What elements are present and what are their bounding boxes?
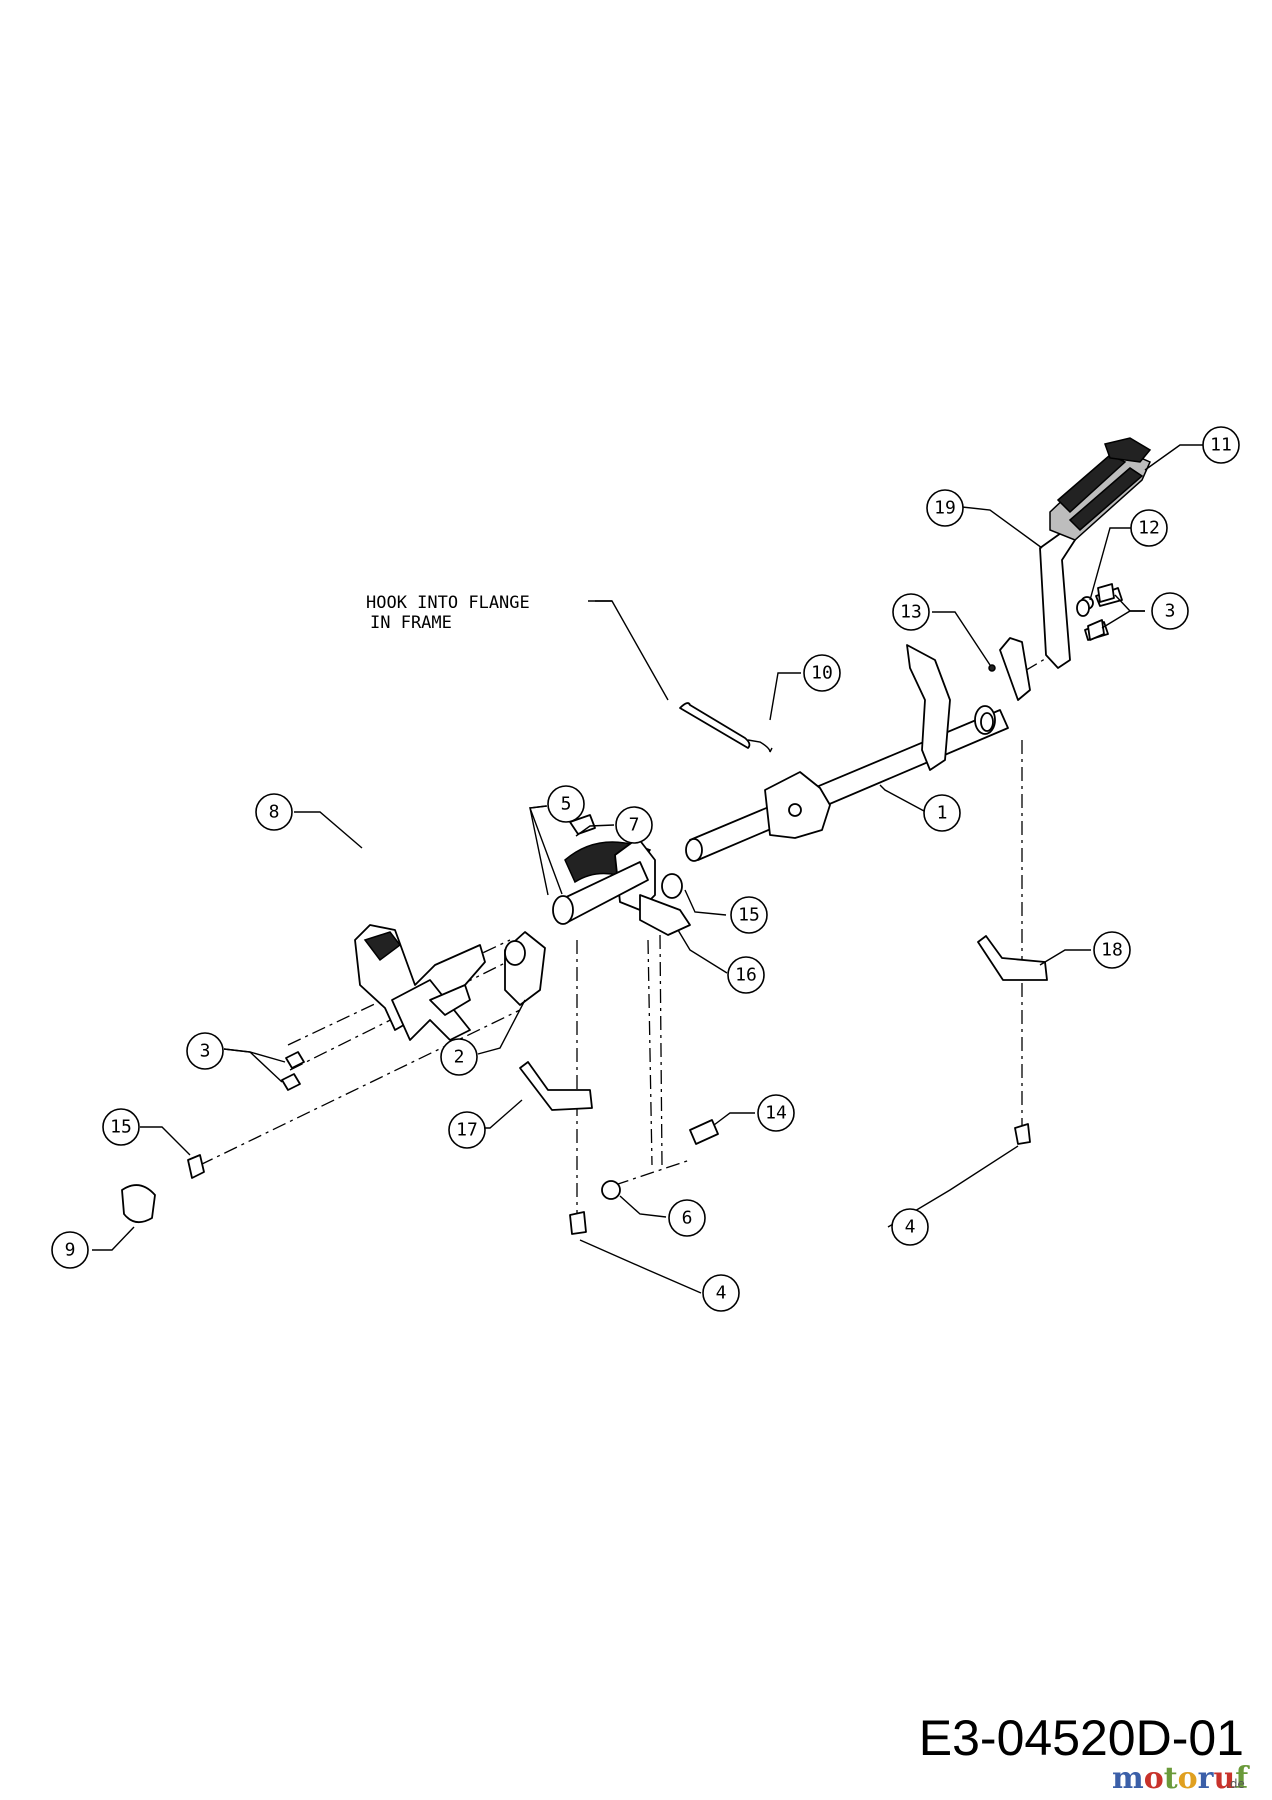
callout-4-center: 4 — [702, 1274, 740, 1312]
shaft-bracket — [906, 644, 951, 771]
callout-19: 19 — [926, 489, 964, 527]
callout-18: 18 — [1093, 931, 1131, 969]
callout-4-right: 4 — [891, 1208, 929, 1246]
center-plate — [764, 771, 831, 839]
svg-text:1: 1 — [937, 803, 948, 824]
svg-text:5: 5 — [561, 794, 572, 815]
svg-text:4: 4 — [716, 1283, 727, 1304]
callouts: 1 2 3 3 4 4 5 6 7 8 9 10 11 12 13 14 15 … — [51, 426, 1240, 1312]
svg-text:12: 12 — [1138, 518, 1160, 539]
svg-text:8: 8 — [269, 802, 280, 823]
svg-text:3: 3 — [1165, 601, 1176, 622]
svg-text:15: 15 — [110, 1117, 132, 1138]
svg-text:14: 14 — [765, 1103, 787, 1124]
left-pedal-assembly — [354, 837, 691, 1041]
svg-text:9: 9 — [65, 1240, 76, 1261]
callout-10: 10 — [803, 654, 841, 692]
callout-15-center: 15 — [730, 896, 768, 934]
right-pedal-assembly — [974, 437, 1152, 735]
callout-6: 6 — [668, 1199, 706, 1237]
svg-text:19: 19 — [934, 498, 956, 519]
svg-text:4: 4 — [905, 1217, 916, 1238]
callout-8: 8 — [255, 793, 293, 831]
callout-1: 1 — [923, 794, 961, 832]
callout-2: 2 — [440, 1038, 478, 1076]
callout-15-left: 15 — [102, 1108, 140, 1146]
svg-text:3: 3 — [200, 1041, 211, 1062]
svg-text:15: 15 — [738, 905, 760, 926]
svg-text:18: 18 — [1101, 940, 1123, 961]
hardware — [121, 583, 1115, 1235]
svg-text:10: 10 — [811, 663, 833, 684]
watermark-suffix: .de — [1226, 1777, 1245, 1791]
svg-text:7: 7 — [629, 815, 640, 836]
callout-16: 16 — [727, 956, 765, 994]
callout-13: 13 — [892, 593, 930, 631]
note-line-2: IN FRAME — [370, 613, 452, 633]
watermark-logo: motoruf — [1112, 1761, 1250, 1796]
callout-5: 5 — [547, 785, 585, 823]
callout-9: 9 — [51, 1231, 89, 1269]
svg-text:17: 17 — [456, 1120, 478, 1141]
callout-7: 7 — [615, 806, 653, 844]
spring — [679, 702, 773, 753]
callout-3-right: 3 — [1151, 592, 1189, 630]
callout-12: 12 — [1130, 509, 1168, 547]
callout-11: 11 — [1202, 426, 1240, 464]
svg-text:11: 11 — [1210, 435, 1232, 456]
svg-text:6: 6 — [682, 1208, 693, 1229]
svg-text:16: 16 — [735, 965, 757, 986]
svg-text:2: 2 — [454, 1047, 465, 1068]
callout-17: 17 — [448, 1111, 486, 1149]
drawing-code: E3-04520D-01 — [919, 1710, 1244, 1766]
callout-3-left: 3 — [186, 1032, 224, 1070]
callout-14: 14 — [757, 1094, 795, 1132]
svg-text:13: 13 — [900, 602, 922, 623]
note-line-1: HOOK INTO FLANGE — [366, 593, 530, 613]
